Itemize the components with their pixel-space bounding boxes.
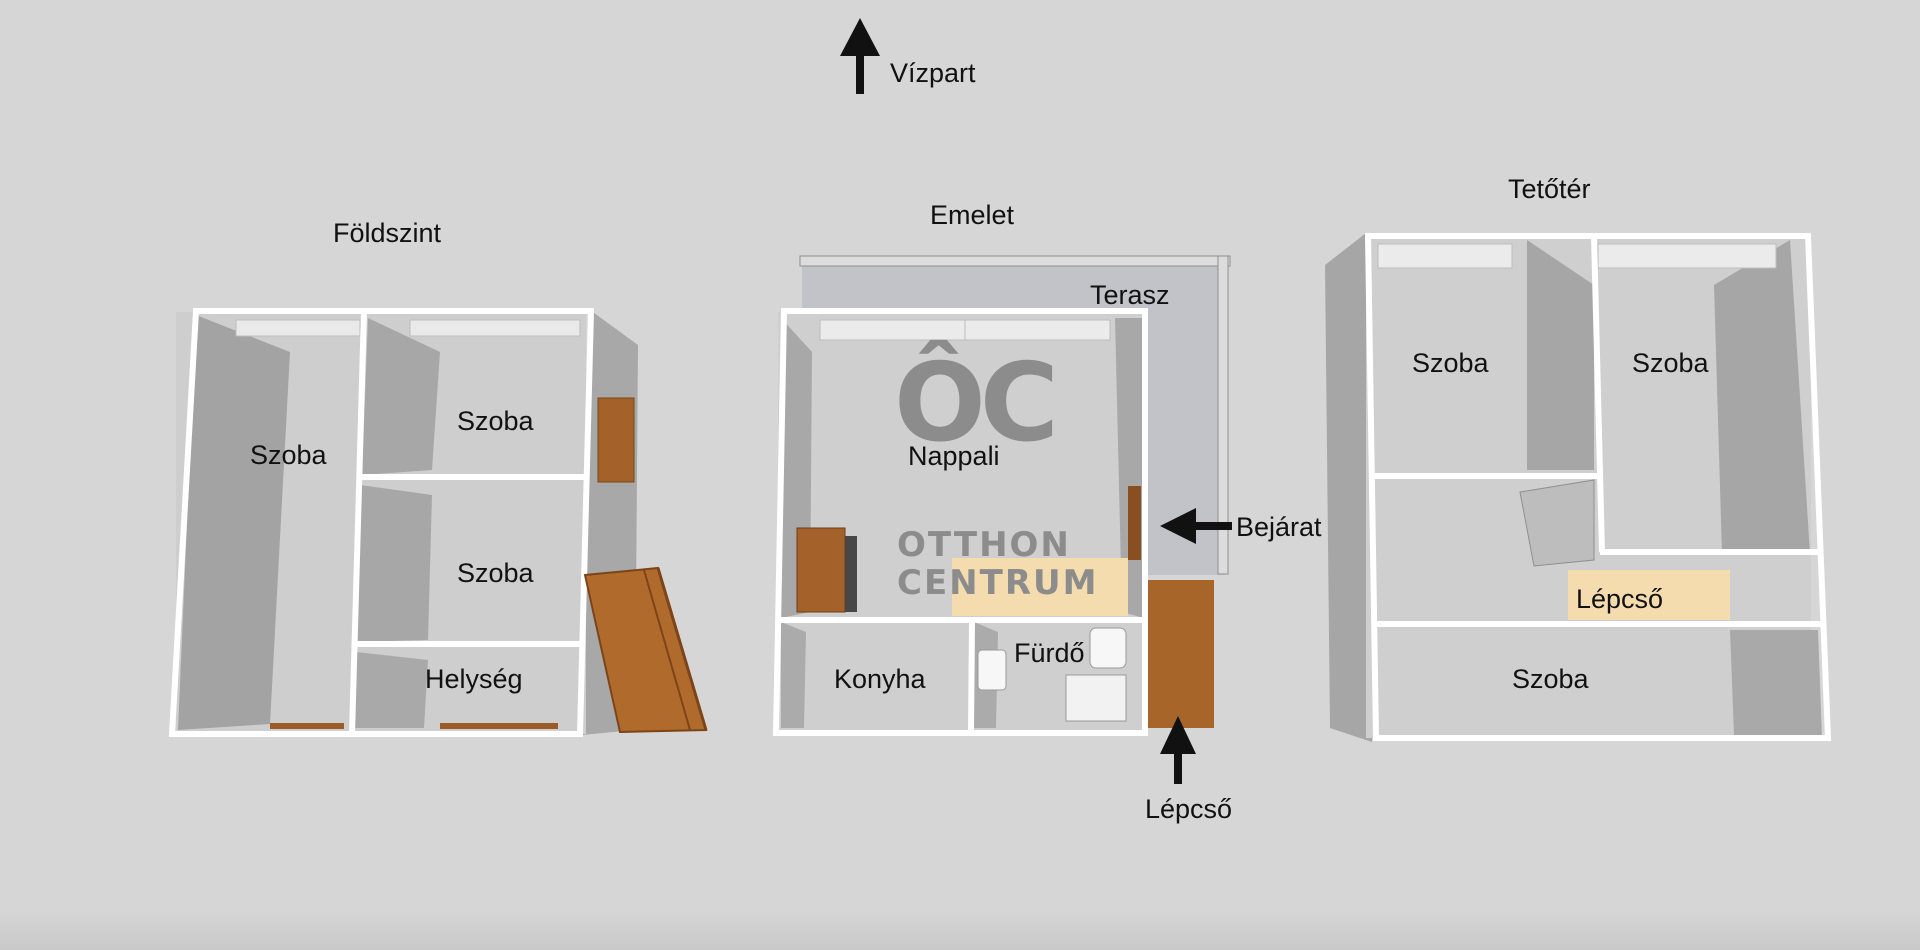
attic-stairs-area — [1568, 570, 1730, 620]
attic-room-label: Szoba — [1632, 348, 1709, 378]
ground-floor-title: Földszint — [333, 218, 442, 248]
terrace-railing — [799, 255, 1231, 267]
first-floor-surface — [778, 312, 1146, 732]
attic-wall-shade — [1714, 240, 1810, 554]
first-outside-staircase — [1148, 580, 1214, 728]
door — [270, 723, 344, 729]
ground-big-room-wall-shade — [178, 315, 290, 730]
attic-room-label: Szoba — [1512, 664, 1589, 694]
ground-room-label: Helység — [425, 664, 523, 694]
attic-outer-side-wall — [1325, 233, 1372, 742]
direction-label: Vízpart — [890, 58, 976, 88]
sink — [977, 649, 1007, 691]
first-wall-divider — [968, 619, 975, 734]
door — [1128, 486, 1141, 560]
first-floor-plan — [772, 255, 1231, 736]
ground-room-label: Szoba — [457, 406, 534, 436]
bottom-shade — [0, 910, 1920, 950]
attic-plan — [1325, 233, 1832, 742]
attic-wall-shade — [1527, 240, 1594, 470]
first-stairs-area — [952, 558, 1128, 616]
first-room-label: Nappali — [908, 441, 1000, 471]
ground-room-wall-shade — [362, 318, 440, 475]
window — [409, 319, 581, 337]
attic-stair-railing — [1519, 479, 1595, 567]
first-floor-title: Emelet — [930, 200, 1015, 230]
watermark-text: OTTHON — [897, 525, 1071, 565]
first-kitchen-wall-shade — [781, 622, 806, 728]
stair-rail — [656, 567, 708, 731]
fireplace — [845, 536, 857, 612]
ground-room-label: Szoba — [250, 440, 327, 470]
window — [1377, 243, 1513, 269]
terrace-area — [802, 258, 1228, 575]
door — [597, 397, 635, 483]
attic-outer-walls — [1364, 233, 1832, 741]
window — [235, 319, 361, 337]
ground-room-label: Szoba — [457, 558, 534, 588]
fireplace — [796, 527, 846, 613]
stairs-label: Lépcső — [1145, 794, 1233, 824]
ground-floor-plan — [168, 308, 708, 737]
terrace-railing — [1217, 255, 1229, 575]
entrance-label: Bejárat — [1236, 512, 1322, 542]
attic-title: Tetőtér — [1508, 174, 1591, 204]
watermark-text: CENTRUM — [897, 563, 1099, 603]
first-outer-walls — [772, 308, 1148, 736]
first-room-label: Konyha — [834, 664, 926, 694]
ground-outer-walls — [168, 308, 595, 737]
north-arrow-icon — [840, 18, 880, 94]
ground-room-wall-shade — [356, 485, 432, 642]
first-room-label: Terasz — [1090, 280, 1170, 310]
stairs-arrow-icon — [1160, 716, 1196, 784]
toilet — [1089, 627, 1127, 669]
attic-room-label: Szoba — [1412, 348, 1489, 378]
door — [440, 723, 558, 729]
entrance-arrow-icon — [1160, 508, 1232, 544]
attic-wall-shade — [1730, 630, 1822, 738]
attic-wall-divider — [1591, 235, 1605, 553]
attic-room-label: Lépcső — [1576, 584, 1664, 614]
stair-rail — [643, 569, 691, 731]
watermark-logo: ÔC — [894, 341, 1059, 466]
ground-wall-divider — [349, 310, 367, 735]
shower — [1065, 674, 1127, 722]
window — [1597, 243, 1777, 269]
first-room-label: Fürdő — [1014, 638, 1085, 668]
ground-room-wall-shade — [352, 652, 428, 728]
